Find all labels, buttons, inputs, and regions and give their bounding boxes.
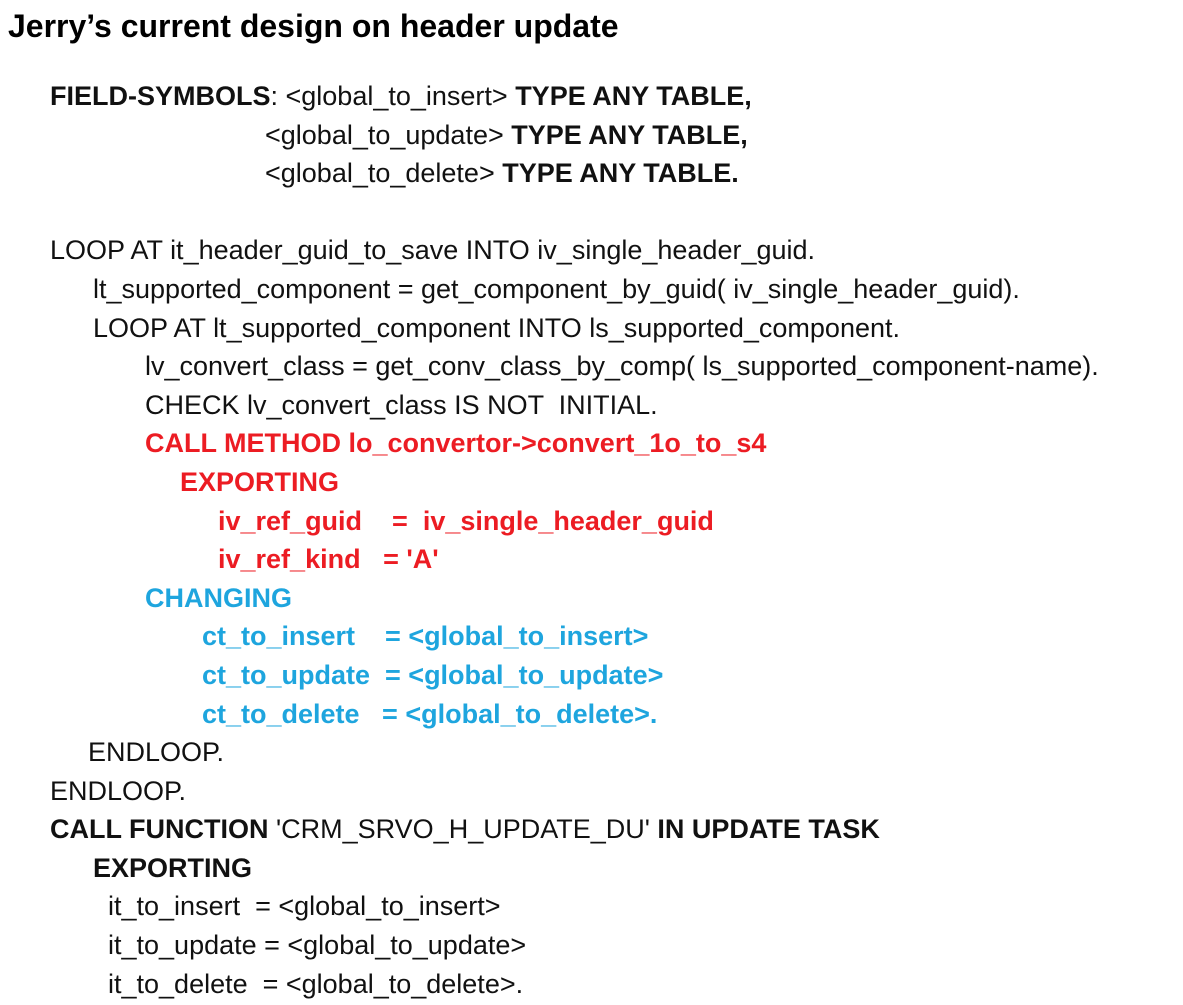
code-line: ct_to_insert = <global_to_insert> xyxy=(0,617,1183,656)
code-segment: it_to_insert = <global_to_insert> xyxy=(108,891,501,922)
code-segment: LOOP AT it_header_guid_to_save INTO iv_s… xyxy=(50,235,816,266)
code-segment: 'CRM_SRVO_H_UPDATE_DU' xyxy=(275,814,650,845)
code-segment: CALL FUNCTION xyxy=(50,814,276,845)
code-segment: TYPE ANY TABLE, xyxy=(515,81,752,111)
code-line: <global_to_delete> TYPE ANY TABLE. xyxy=(0,154,1183,193)
code-line: LOOP AT lt_supported_component INTO ls_s… xyxy=(0,309,1183,348)
code-segment: lt_supported_component = get_component_b… xyxy=(93,273,1020,304)
code-segment: IN UPDATE TASK xyxy=(649,814,880,845)
page-title: Jerry’s current design on header update xyxy=(8,8,619,44)
code-line: FIELD-SYMBOLS: <global_to_insert> TYPE A… xyxy=(0,77,1183,116)
code-line: lt_supported_component = get_component_b… xyxy=(0,270,1183,309)
code-line: CALL FUNCTION 'CRM_SRVO_H_UPDATE_DU' IN … xyxy=(0,810,1183,849)
code-segment: : <global_to_insert> xyxy=(270,81,516,111)
code-segment: it_to_update = <global_to_update> xyxy=(108,930,527,961)
code-segment: EXPORTING xyxy=(180,466,340,497)
code-segment: iv_ref_guid = iv_single_header_guid xyxy=(218,505,714,536)
code-line: CHECK lv_convert_class IS NOT INITIAL. xyxy=(0,386,1183,425)
code-line: ct_to_update = <global_to_update> xyxy=(0,656,1183,695)
code-segment: LOOP AT lt_supported_component INTO ls_s… xyxy=(93,312,900,343)
code-line: EXPORTING xyxy=(0,849,1183,888)
code-segment: TYPE ANY TABLE, xyxy=(511,119,748,150)
code-line: ct_to_delete = <global_to_delete>. xyxy=(0,695,1183,734)
code-line: ENDLOOP. xyxy=(0,733,1183,772)
code-line: EXPORTING xyxy=(0,463,1183,502)
code-segment: <global_to_delete> xyxy=(265,158,503,189)
code-line: it_to_delete = <global_to_delete>. xyxy=(0,965,1183,1004)
code-line: it_to_insert = <global_to_insert> xyxy=(0,887,1183,926)
code-line: iv_ref_guid = iv_single_header_guid xyxy=(0,502,1183,541)
code-segment: ct_to_insert = <global_to_insert> xyxy=(202,621,649,652)
code-segment: CHECK lv_convert_class IS NOT INITIAL. xyxy=(145,389,658,420)
code-segment: iv_ref_kind = 'A' xyxy=(218,544,439,575)
code-line: CALL METHOD lo_convertor->convert_1o_to_… xyxy=(0,424,1183,463)
code-segment: ENDLOOP. xyxy=(50,775,187,806)
code-segment: EXPORTING xyxy=(93,852,253,883)
code-block: FIELD-SYMBOLS: <global_to_insert> TYPE A… xyxy=(0,77,1183,1003)
code-segment: <global_to_update> xyxy=(265,119,512,150)
code-segment: lv_convert_class = get_conv_class_by_com… xyxy=(145,351,1099,382)
code-line: lv_convert_class = get_conv_class_by_com… xyxy=(0,347,1183,386)
code-line: <global_to_update> TYPE ANY TABLE, xyxy=(0,116,1183,155)
code-segment: CALL METHOD lo_convertor->convert_1o_to_… xyxy=(145,428,767,459)
code-segment: ENDLOOP. xyxy=(88,737,225,768)
code-segment: ct_to_delete = <global_to_delete>. xyxy=(202,698,658,729)
code-line: CHANGING xyxy=(0,579,1183,618)
code-segment: CHANGING xyxy=(145,582,292,613)
code-line: iv_ref_kind = 'A' xyxy=(0,540,1183,579)
code-line: ENDLOOP. xyxy=(0,772,1183,811)
code-line: LOOP AT it_header_guid_to_save INTO iv_s… xyxy=(0,231,1183,270)
code-segment: it_to_delete = <global_to_delete>. xyxy=(108,968,524,999)
code-line: it_to_update = <global_to_update> xyxy=(0,926,1183,965)
code-segment: FIELD-SYMBOLS xyxy=(50,81,271,111)
code-segment: ct_to_update = <global_to_update> xyxy=(202,659,664,690)
code-line xyxy=(0,193,1183,232)
code-segment: TYPE ANY TABLE. xyxy=(502,158,739,189)
